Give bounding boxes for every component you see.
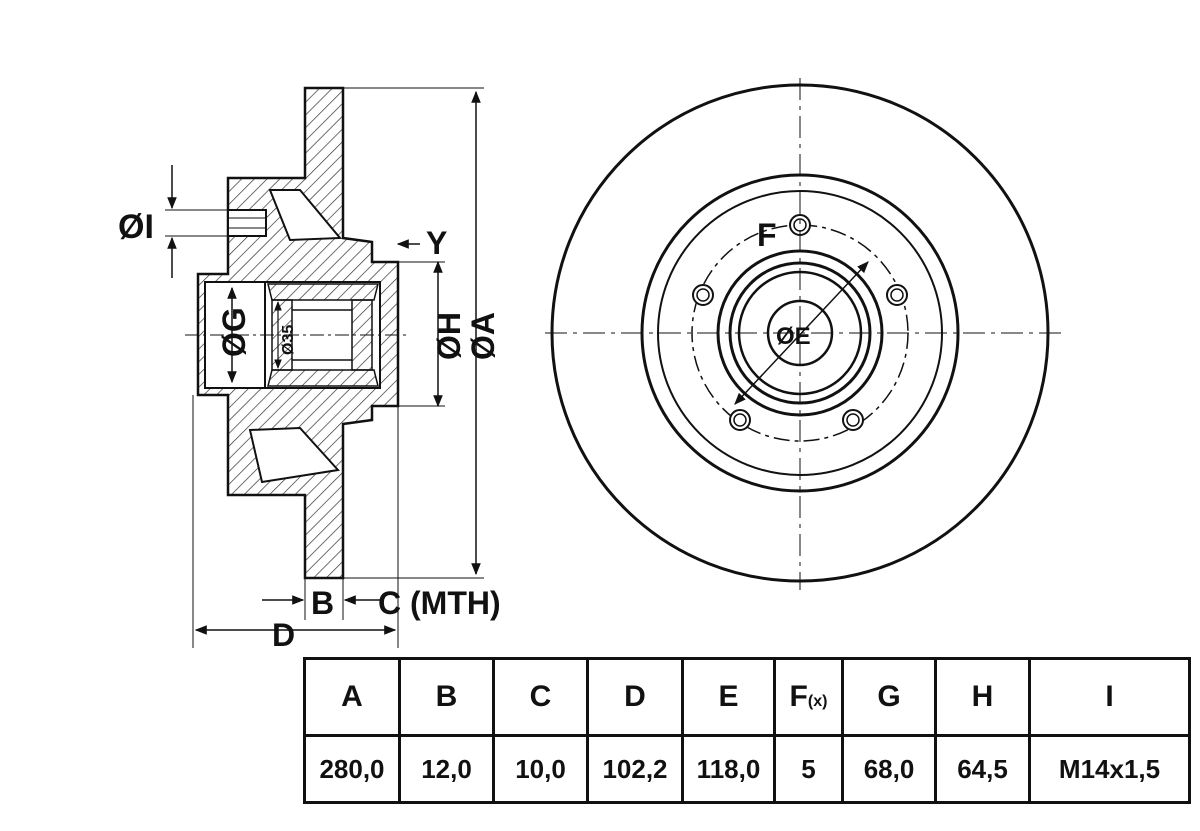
header-g: G [841, 657, 937, 737]
threaded-hole [227, 209, 267, 237]
header-f-subscript: (x) [807, 693, 828, 710]
lower-recess [248, 426, 340, 484]
label-c-mth: C (MTH) [378, 585, 501, 621]
section-view: ØI Y ØG Ø35 ØH ØA B C (MTH) D [118, 86, 501, 653]
spec-table: A B C D E F(x) G H I 280,0 12,0 10,0 102… [303, 657, 1191, 804]
table-header-row: A B C D E F(x) G H I [303, 657, 1191, 737]
value-b: 12,0 [398, 734, 495, 804]
header-d: D [586, 657, 684, 737]
label-dia-e: ØE [776, 323, 811, 350]
value-a: 280,0 [303, 734, 401, 804]
value-d: 102,2 [586, 734, 684, 804]
label-dia-i: ØI [118, 208, 154, 246]
upper-recess [268, 189, 343, 242]
header-h: H [934, 657, 1031, 737]
label-b: B [311, 585, 334, 621]
label-dia-35: Ø35 [280, 325, 297, 355]
label-dia-a: ØA [465, 312, 501, 360]
front-view: F ØE [545, 78, 1065, 590]
value-c: 10,0 [492, 734, 589, 804]
label-y: Y [426, 225, 447, 261]
value-f: 5 [773, 734, 844, 804]
header-i: I [1028, 657, 1191, 737]
header-c: C [492, 657, 589, 737]
header-f: F(x) [773, 657, 844, 737]
table-value-row: 280,0 12,0 10,0 102,2 118,0 5 68,0 64,5 … [303, 734, 1191, 804]
bolt-holes [692, 214, 908, 431]
label-dia-h: ØH [431, 312, 467, 360]
value-e: 118,0 [681, 734, 776, 804]
header-b: B [398, 657, 495, 737]
value-h: 64,5 [934, 734, 1031, 804]
header-e: E [681, 657, 776, 737]
value-i: M14x1,5 [1028, 734, 1191, 804]
label-d: D [272, 617, 295, 653]
header-a: A [303, 657, 401, 737]
value-g: 68,0 [841, 734, 937, 804]
label-dia-g: ØG [216, 307, 252, 357]
label-f: F [757, 217, 777, 253]
header-f-letter: F [789, 680, 808, 713]
